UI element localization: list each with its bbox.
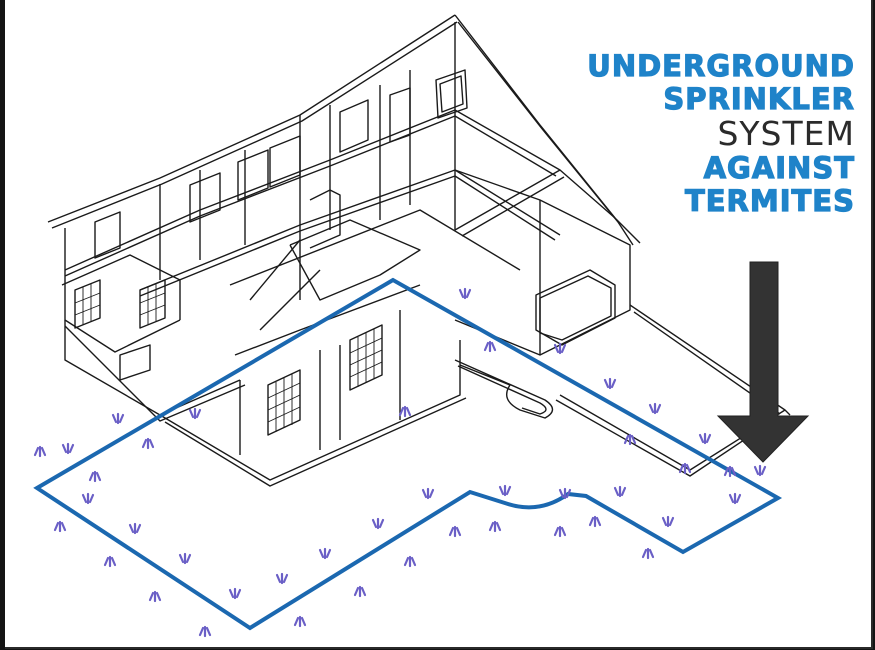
title-line-against: AGAINST: [703, 151, 855, 185]
title-line-underground: UNDERGROUND: [587, 49, 855, 83]
title-block: UNDERGROUND SPRINKLER SYSTEM AGAINST TER…: [535, 49, 855, 218]
down-arrow-icon: [716, 261, 810, 463]
title-line-sprinkler: SPRINKLER: [663, 82, 855, 116]
house-sprinkler-illustration: [33, 14, 810, 638]
title-line-system: SYSTEM: [717, 114, 855, 153]
sprinkler-pipe-loop: [33, 277, 783, 631]
title-line-termites: TERMITES: [684, 184, 855, 218]
diagram-canvas: UNDERGROUND SPRINKLER SYSTEM AGAINST TER…: [5, 0, 873, 649]
window-grilles: [74, 284, 383, 432]
house-wireframe: [47, 14, 791, 487]
